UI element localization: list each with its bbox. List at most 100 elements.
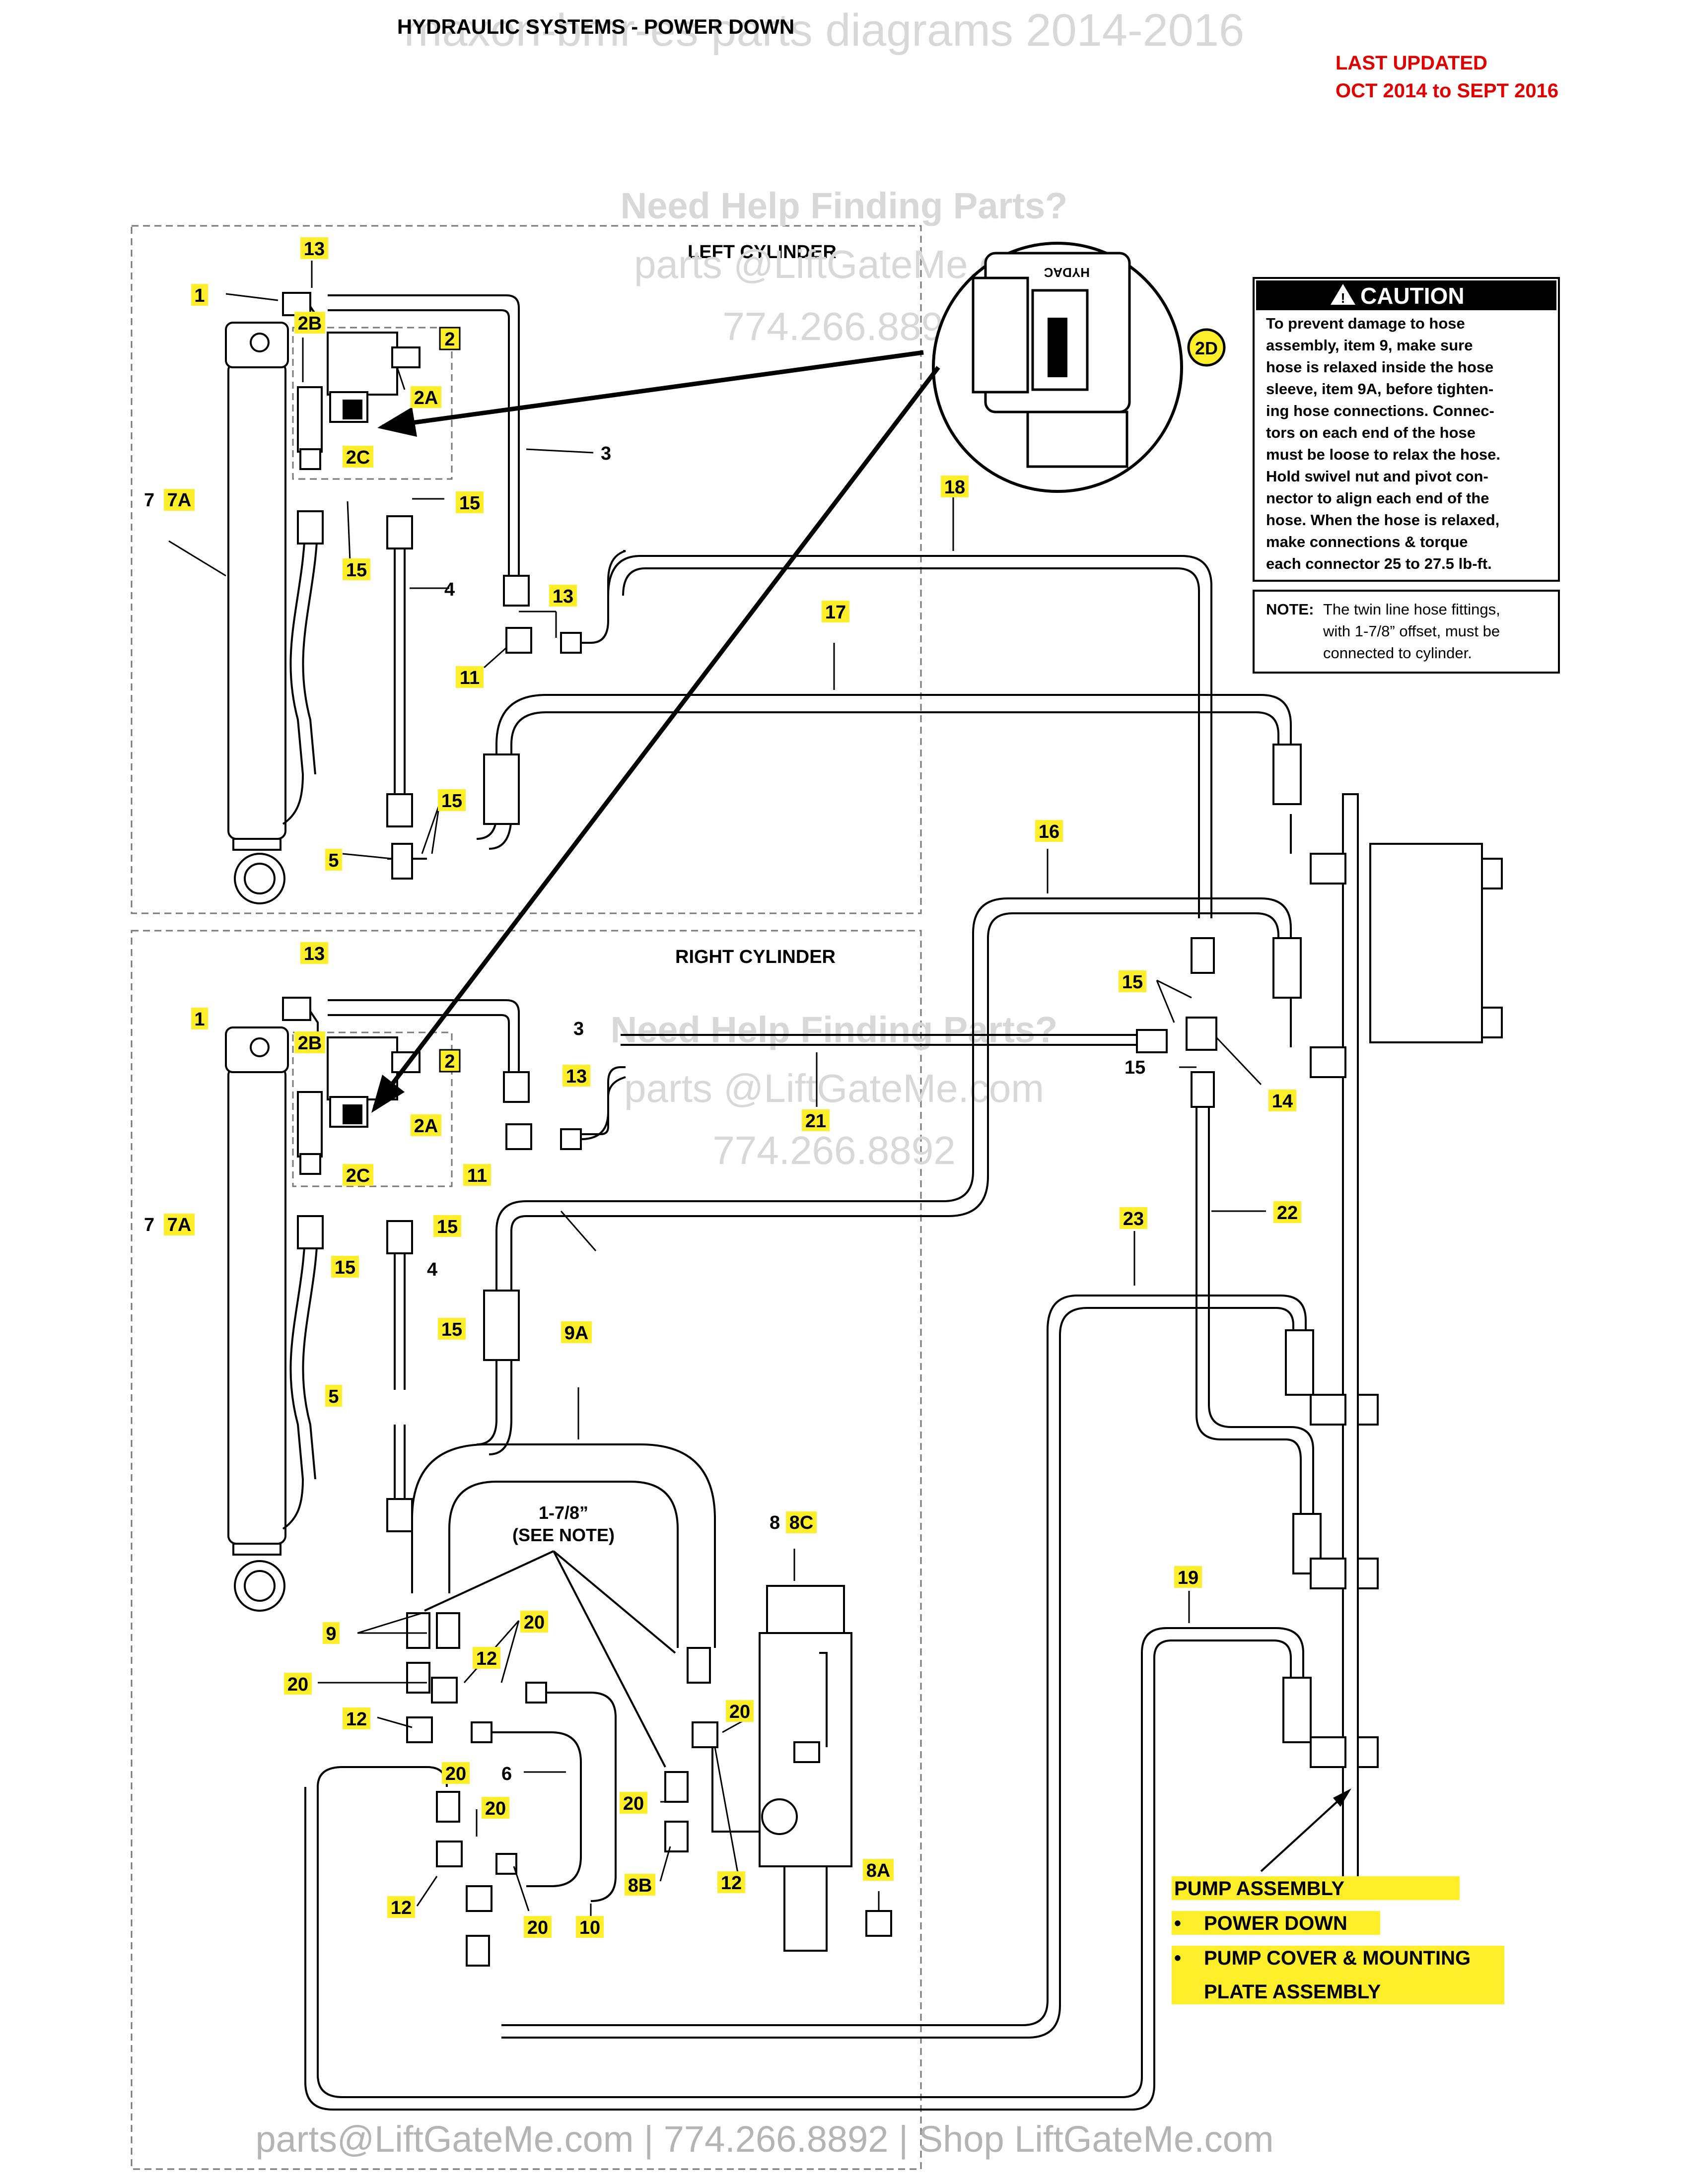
- right-cylinder: [225, 997, 582, 1612]
- caution-line-1: To prevent damage to hose: [1266, 315, 1465, 332]
- callout-left-15b: 15: [459, 493, 480, 514]
- callout-right-2A: 2A: [414, 1116, 438, 1137]
- callout-left-4: 4: [444, 579, 455, 600]
- callout-8: 8: [770, 1512, 780, 1533]
- hose-23-inner: [501, 1307, 1294, 2039]
- callout-9: 9: [326, 1624, 336, 1644]
- callout-20b: 20: [524, 1612, 545, 1633]
- callout-20e: 20: [527, 1917, 548, 1938]
- last-updated-label: LAST UPDATED: [1336, 52, 1487, 74]
- hose-17-inner: [489, 711, 1279, 850]
- callout-16: 16: [1039, 821, 1059, 842]
- callout-18: 18: [944, 477, 965, 498]
- hose-17-sleeve: [483, 753, 520, 825]
- right-cylinder-title: RIGHT CYLINDER: [675, 947, 836, 967]
- caution-line-5: ing hose connections. Connec-: [1266, 402, 1494, 419]
- hose-19: [317, 1627, 1304, 2098]
- svg-text:•: •: [1174, 1912, 1181, 1934]
- callout-left-13b: 13: [553, 586, 573, 607]
- callout-right-4: 4: [427, 1259, 437, 1280]
- callout-right-13b: 13: [566, 1066, 587, 1087]
- pump-legend: PUMP ASSEMBLY • POWER DOWN • PUMP COVER …: [1172, 1788, 1504, 2004]
- detail-2D: HYDAC 2D: [932, 242, 1226, 493]
- hose-18-inner: [622, 567, 1200, 918]
- callout-left-13: 13: [304, 239, 325, 260]
- hose-6-upper: [377, 1766, 448, 1787]
- pump-item-cover-1: PUMP COVER & MOUNTING: [1204, 1947, 1471, 1969]
- callout-left-2: 2: [444, 329, 455, 350]
- caution-line-8: Hold swivel nut and pivot con-: [1266, 468, 1488, 485]
- callout-19: 19: [1178, 1568, 1198, 1588]
- callout-12b: 12: [346, 1709, 367, 1730]
- callout-left-5: 5: [328, 850, 339, 871]
- caution-line-11: make connections & torque: [1266, 533, 1468, 550]
- callout-8B: 8B: [628, 1875, 652, 1896]
- offset-note-2: (SEE NOTE): [512, 1525, 615, 1545]
- callout-right-7: 7: [144, 1215, 154, 1235]
- detail-callout-2D: 2D: [1195, 338, 1218, 358]
- callout-left-7: 7: [144, 490, 154, 511]
- left-cylinder-title: LEFT CYLINDER: [688, 242, 837, 263]
- callout-22: 22: [1277, 1203, 1298, 1224]
- note-box: NOTE: The twin line hose fittings, with …: [1253, 590, 1560, 674]
- callout-20f: 20: [623, 1793, 644, 1814]
- callout-left-15a: 15: [346, 560, 367, 581]
- callout-left-2A: 2A: [414, 388, 438, 409]
- callout-12d: 12: [721, 1873, 742, 1894]
- callout-left-11: 11: [460, 668, 480, 688]
- pump-item-power-down: POWER DOWN: [1204, 1912, 1347, 1934]
- svg-text:!: !: [1340, 290, 1345, 306]
- hose-10: [541, 1692, 617, 1902]
- last-updated-range: OCT 2014 to SEPT 2016: [1336, 80, 1558, 102]
- caution-line-4: sleeve, item 9A, before tighten-: [1266, 380, 1493, 398]
- pump-motor-8: [759, 1585, 892, 1952]
- callout-14: 14: [1272, 1091, 1293, 1112]
- detail-arrow-right: [373, 366, 940, 1108]
- callout-8A: 8A: [866, 1860, 891, 1881]
- watermark-phone-2: 774.266.8892: [712, 1128, 955, 1172]
- callout-right-1: 1: [194, 1009, 205, 1030]
- hose-21-inner: [489, 912, 1279, 1455]
- hose-19-inner: [304, 1639, 1292, 2111]
- note-line-3: connected to cylinder.: [1323, 644, 1472, 662]
- callout-right-2B: 2B: [298, 1033, 322, 1054]
- callout-right-15b: 15: [437, 1217, 458, 1237]
- callout-10: 10: [579, 1917, 600, 1938]
- callout-left-3: 3: [601, 443, 611, 464]
- callout-12a: 12: [476, 1648, 497, 1669]
- callout-right-5: 5: [328, 1386, 339, 1407]
- mounting-plate: [1342, 793, 1359, 1887]
- left-cylinder: [225, 292, 626, 904]
- callout-right-15c: 15: [441, 1319, 462, 1340]
- caution-line-12: each connector 25 to 27.5 lb-ft.: [1266, 555, 1492, 572]
- callout-20d: 20: [485, 1798, 506, 1819]
- callout-20a: 20: [287, 1674, 308, 1695]
- callout-20g: 20: [729, 1702, 750, 1722]
- page-title: HYDRAULIC SYSTEMS - POWER DOWN: [397, 15, 794, 38]
- sleeve-9A: [411, 1443, 716, 1648]
- callout-right-15a: 15: [335, 1257, 355, 1278]
- left-cylinder-frame: [131, 225, 922, 914]
- hose-18: [607, 555, 1212, 918]
- watermark-email-2: parts @LiftGateMe.com: [624, 1066, 1044, 1110]
- right-cylinder-frame: [131, 930, 922, 2170]
- pump-item-cover-2: PLATE ASSEMBLY: [1204, 1981, 1381, 2003]
- caution-box: ! CAUTION To prevent damage to hose asse…: [1253, 277, 1560, 582]
- detail-arrow-left: [382, 350, 924, 429]
- footer-contact: parts@LiftGateMe.com | 774.266.8892 | Sh…: [256, 2118, 1274, 2160]
- callout-9A: 9A: [564, 1323, 589, 1344]
- callout-labels: 13 1 2B 2 2A 2C 3 7 7A 15 15 4 13 11 15 …: [144, 237, 1301, 1938]
- callout-right-3: 3: [573, 1019, 584, 1039]
- watermark-help-2: Need Help Finding Parts?: [611, 1009, 1057, 1050]
- callout-12c: 12: [391, 1898, 412, 1918]
- callout-20c: 20: [445, 1764, 466, 1784]
- caution-line-2: assembly, item 9, make sure: [1266, 337, 1473, 354]
- caution-line-3: hose is relaxed inside the hose: [1266, 358, 1493, 376]
- callout-21: 21: [805, 1111, 826, 1132]
- callout-left-7A: 7A: [167, 490, 192, 511]
- callout-left-1: 1: [194, 285, 205, 306]
- callout-right-7A: 7A: [167, 1215, 192, 1235]
- caution-line-10: hose. When the hose is relaxed,: [1266, 511, 1499, 529]
- callout-right-2: 2: [444, 1051, 455, 1072]
